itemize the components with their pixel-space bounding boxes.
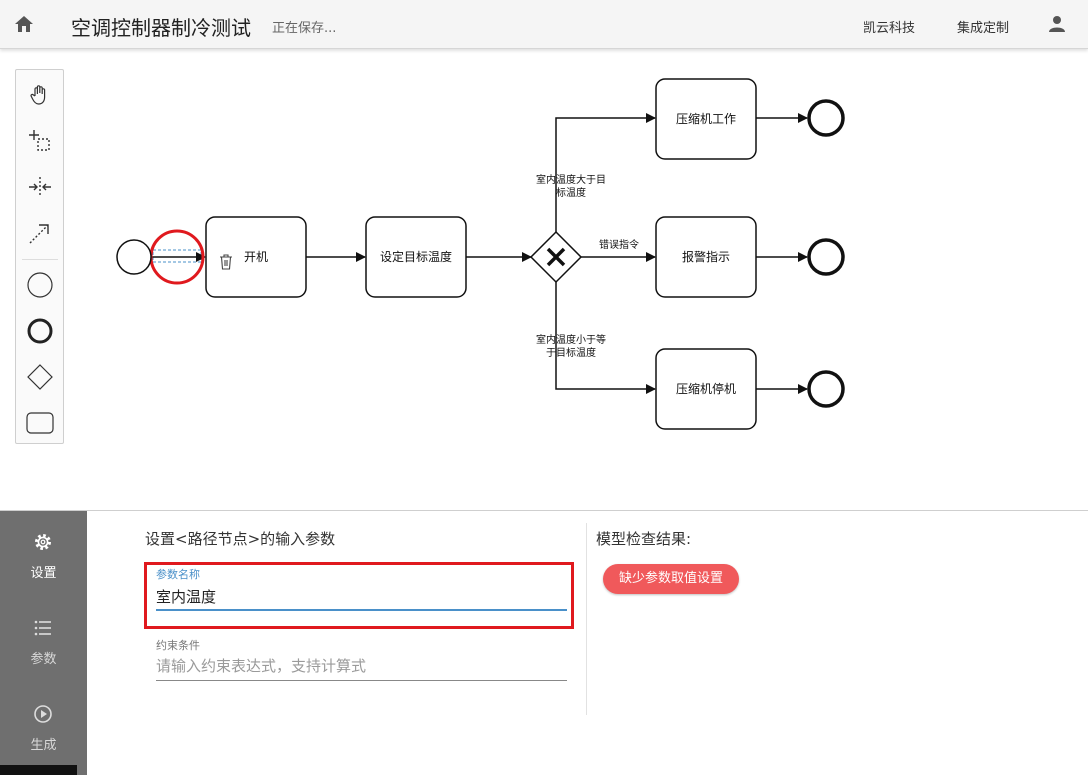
check-title: 模型检查结果: <box>596 530 692 548</box>
hand-tool-icon[interactable] <box>25 80 55 110</box>
nav-params-label: 参数 <box>30 652 57 667</box>
end-event-upper[interactable] <box>807 99 845 137</box>
side-nav: 设置 参数 生成 <box>0 511 87 775</box>
gear-icon <box>35 534 51 550</box>
nav-settings-label: 设置 <box>30 566 57 581</box>
task-compressor-off[interactable] <box>655 348 757 430</box>
list-icon <box>34 620 51 636</box>
end-event-icon[interactable] <box>25 316 55 346</box>
flow-middle-label: 错误指令 <box>599 238 639 251</box>
error-badge[interactable]: 缺少参数取值设置 <box>603 564 739 594</box>
task-compressor-on-label: 压缩机工作 <box>676 111 736 126</box>
company-link[interactable]: 凯云科技 <box>863 21 916 36</box>
task-power-on[interactable] <box>205 216 307 298</box>
task-compressor-on[interactable] <box>655 78 757 160</box>
integration-link[interactable]: 集成定制 <box>957 21 1010 36</box>
param-name-underline <box>156 609 567 611</box>
task-power-on-label: 开机 <box>244 250 268 264</box>
tool-palette <box>15 69 64 444</box>
trash-icon[interactable] <box>220 254 232 270</box>
flow-lower-label-2: 于目标温度 <box>546 346 596 359</box>
properties-panel: 设置 参数 生成 设置<路径节点>的输入参数 参数名称 约束条件 模型检查结果:… <box>0 510 1088 775</box>
play-circle-icon <box>34 705 52 723</box>
end-event-lower[interactable] <box>807 370 845 408</box>
nav-settings[interactable]: 设置 <box>0 511 87 581</box>
param-name-highlight <box>144 562 574 629</box>
task-set-target[interactable] <box>365 216 467 298</box>
condition-label: 约束条件 <box>156 639 200 652</box>
flow-gateway-upper[interactable] <box>555 113 656 232</box>
selected-flow-outline <box>152 249 202 263</box>
nav-params[interactable]: 参数 <box>0 597 87 667</box>
task-alarm[interactable] <box>655 216 757 298</box>
space-tool-icon[interactable] <box>25 172 55 202</box>
end-event-middle[interactable] <box>807 238 845 276</box>
condition-input[interactable] <box>156 655 566 677</box>
start-event-icon[interactable] <box>25 270 55 300</box>
flow-upper-label-1: 室内温度大于目 <box>536 173 606 186</box>
param-name-label: 参数名称 <box>156 568 200 581</box>
connect-tool-icon[interactable] <box>25 218 55 248</box>
task-icon[interactable] <box>25 408 55 438</box>
task-set-target-label: 设定目标温度 <box>380 249 452 264</box>
nav-generate[interactable]: 生成 <box>0 683 87 753</box>
start-event[interactable] <box>116 239 152 275</box>
lasso-tool-icon[interactable] <box>25 126 55 156</box>
condition-underline <box>156 680 567 681</box>
palette-separator <box>22 259 58 260</box>
nav-generate-label: 生成 <box>30 738 57 753</box>
form-title: 设置<路径节点>的输入参数 <box>145 530 336 548</box>
save-status: 正在保存... <box>272 21 337 36</box>
black-block <box>0 765 77 775</box>
gateway-x-icon <box>546 247 566 267</box>
task-compressor-off-label: 压缩机停机 <box>676 381 736 396</box>
gateway-icon[interactable] <box>25 362 55 392</box>
user-icon[interactable] <box>1047 14 1067 34</box>
home-icon[interactable] <box>14 14 34 34</box>
flow-upper-label-2: 标温度 <box>556 186 586 199</box>
task-alarm-label: 报警指示 <box>682 249 730 264</box>
flow-lower-label-1: 室内温度小于等 <box>536 333 606 346</box>
top-bar: 空调控制器制冷测试 正在保存... 凯云科技 集成定制 <box>0 0 1088 49</box>
app-title: 空调控制器制冷测试 <box>71 16 251 40</box>
flow-gateway-lower[interactable] <box>555 282 656 394</box>
panel-divider <box>586 523 587 715</box>
param-name-input[interactable] <box>156 585 566 607</box>
diagram-canvas[interactable]: 开机 设定目标温度 压缩机工作 报警指示 压缩机停机 室内温度大于目 标温度 错… <box>70 56 1088 506</box>
